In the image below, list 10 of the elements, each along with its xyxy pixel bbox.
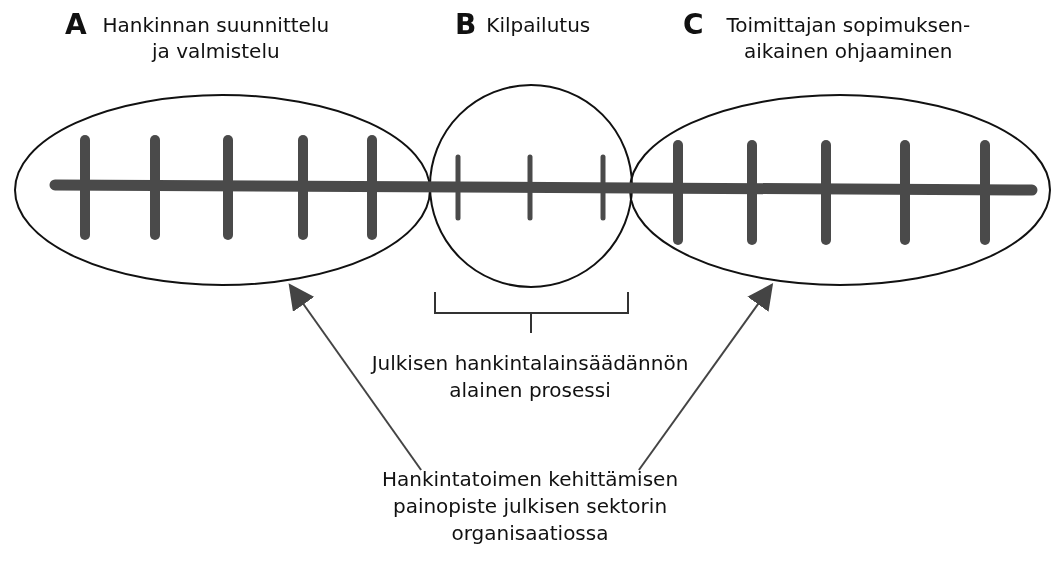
bracket-label: Julkisen hankintalainsäädännön alainen prosessi: [369, 350, 690, 404]
phase-title: Toimittajan sopimuksen-aikainen ohjaaminen: [725, 12, 972, 64]
arrow: [288, 283, 423, 471]
caption-text: Hankintatoimen kehittämisen painopiste julkisen sektorin organisaatiossa: [380, 466, 680, 547]
arrow: [637, 283, 774, 471]
phase-letter: A: [65, 10, 87, 40]
phase-title: Hankinnan suunnittelu ja valmistelu: [101, 12, 331, 64]
phase-title: Kilpailutus: [486, 12, 591, 38]
phase-letter: C: [683, 10, 704, 40]
phase-letter: B: [455, 10, 477, 40]
